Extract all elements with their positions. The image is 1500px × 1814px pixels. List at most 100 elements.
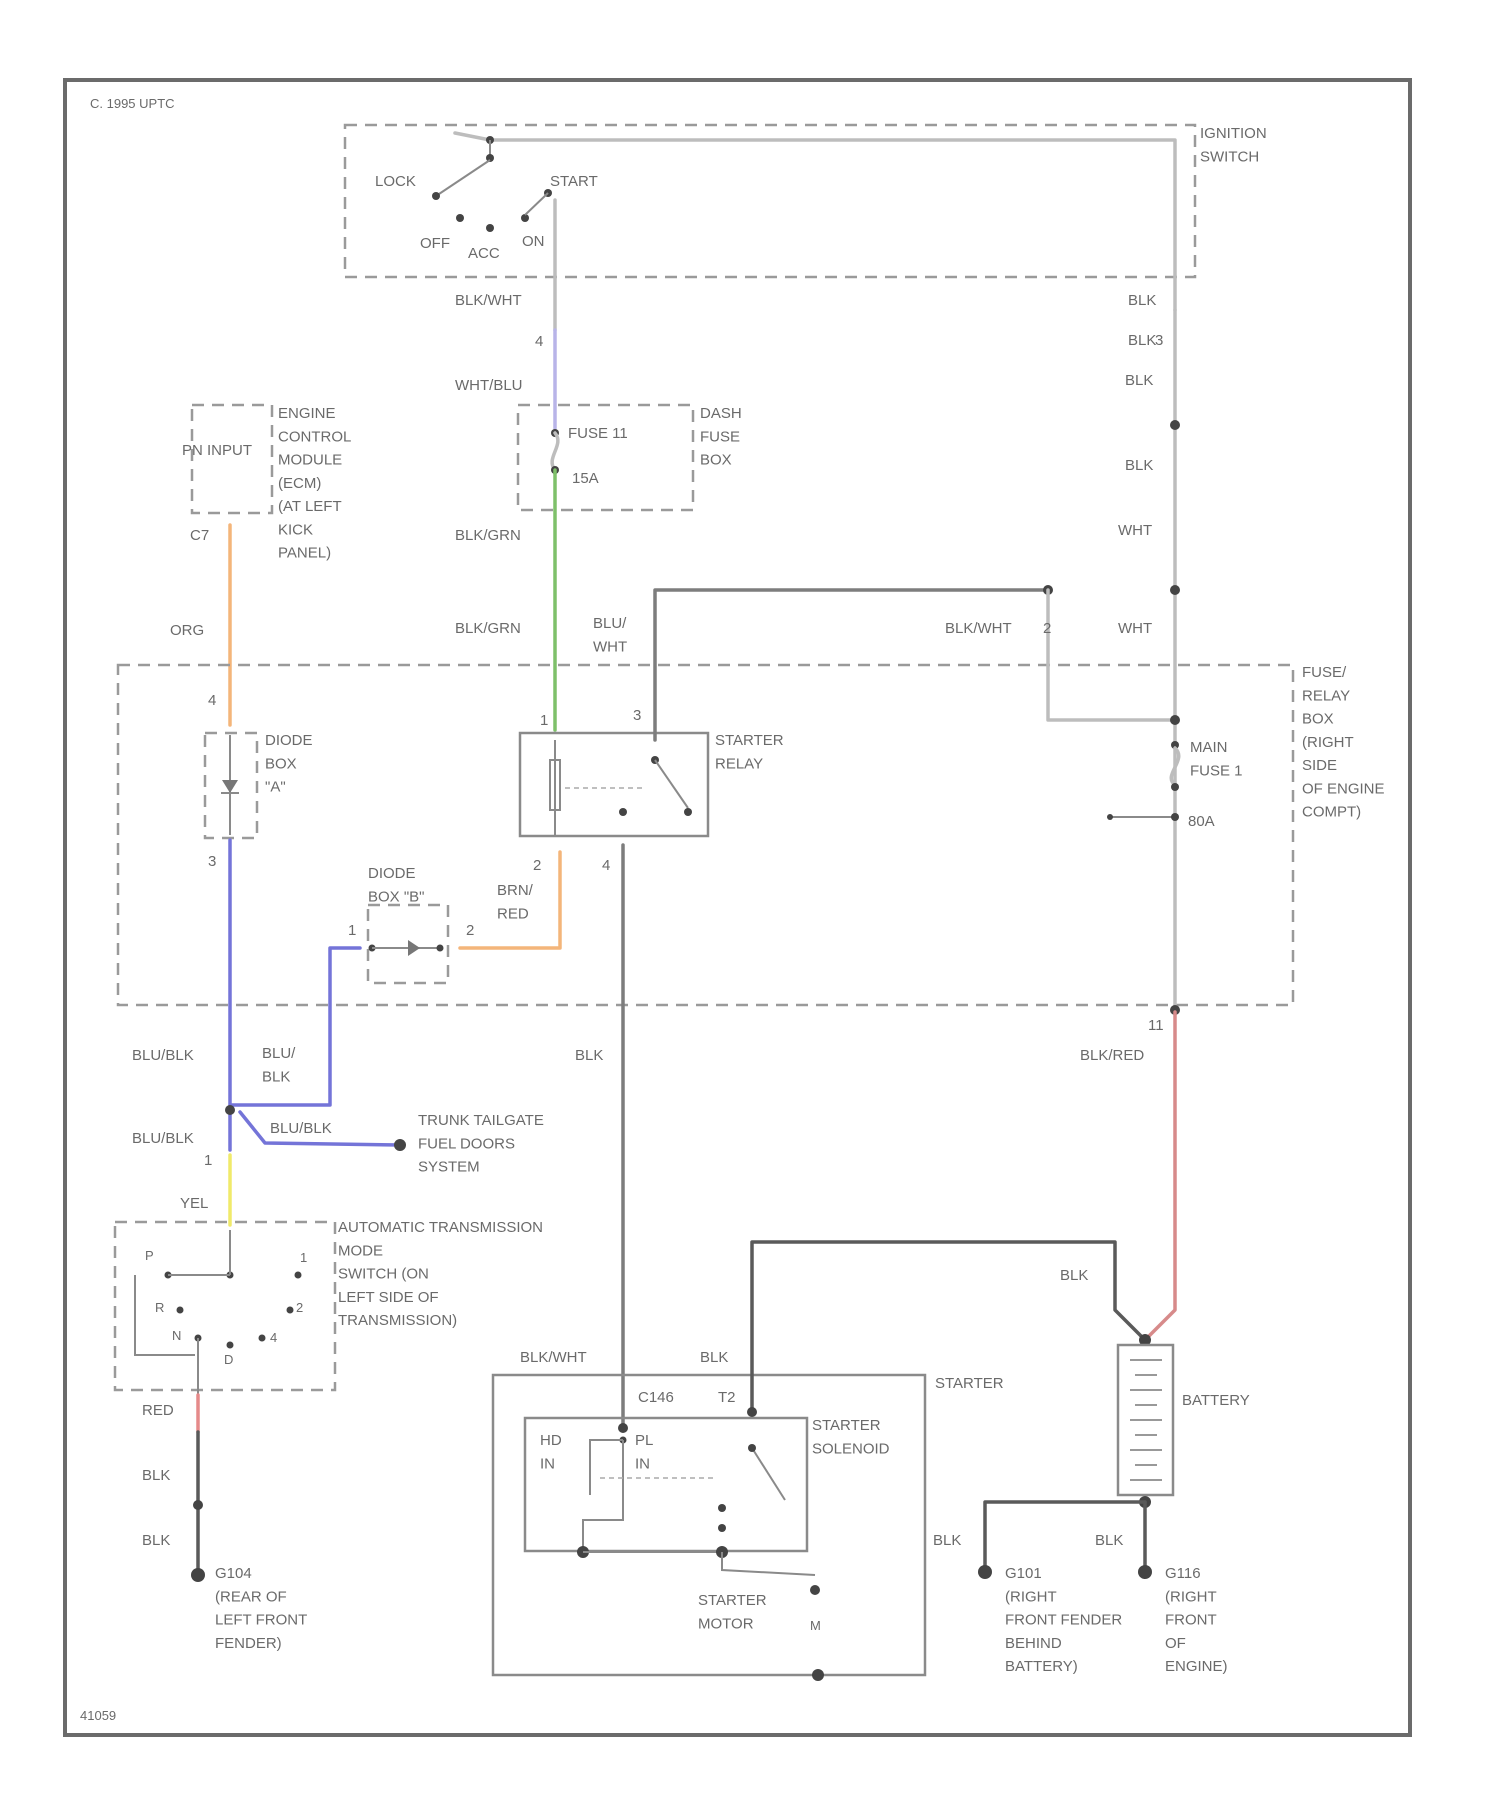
label-line: "A" <box>265 779 286 796</box>
right-wire-wht-2: WHT <box>1118 620 1152 637</box>
ign-out-wire: BLK/WHT <box>455 292 522 309</box>
right-wire-blk-1: BLK <box>1125 372 1153 389</box>
label-line: BRN/ <box>497 882 534 899</box>
label-line: STARTER <box>812 1417 881 1434</box>
starter-t2: T2 <box>718 1389 736 1406</box>
label-line: BOX <box>265 755 297 772</box>
ign-pos-lock: LOCK <box>375 173 416 190</box>
label-line: (RIGHT <box>1165 1588 1217 1605</box>
dash-fuse-in-wire: WHT/BLU <box>455 377 523 394</box>
label-line: KICK <box>278 521 313 538</box>
label-line: SOLENOID <box>812 1440 890 1457</box>
label-line: MODULE <box>278 452 342 469</box>
starter-relay: STARTER RELAY 1 3 2 4 <box>520 707 784 874</box>
label-line: COMPT) <box>1302 804 1361 821</box>
diode-a-label: DIODE BOX "A" <box>265 732 313 796</box>
label-line: IGNITION <box>1200 125 1267 142</box>
label-line: (ECM) <box>278 475 321 492</box>
label-line: FUEL DOORS <box>418 1135 515 1152</box>
label-line: DIODE <box>265 732 313 749</box>
label-line: AUTOMATIC TRANSMISSION <box>338 1219 543 1236</box>
atx-pos-2: 2 <box>296 1300 303 1315</box>
ign-in-wire: BLK <box>1128 292 1156 309</box>
label-line: FUSE/ <box>1302 664 1347 681</box>
label-line: (RIGHT <box>1302 734 1354 751</box>
relay-wire-3: BLU/WHT <box>593 615 627 655</box>
label-line: RELAY <box>1302 687 1350 704</box>
motor-symbol: M <box>810 1618 821 1633</box>
label-line: DASH <box>700 405 742 422</box>
lower-wire-yel: YEL <box>180 1195 208 1212</box>
label-line: LEFT FRONT <box>215 1612 307 1629</box>
atx-pos-r: R <box>155 1300 164 1315</box>
label-line: (RIGHT <box>1005 1588 1057 1605</box>
label-line: LEFT SIDE OF <box>338 1289 439 1306</box>
diode-a-pin-in: 4 <box>208 692 216 709</box>
right-wire-blk-2: BLK <box>1125 457 1153 474</box>
starter-solenoid-label: STARTER SOLENOID <box>812 1417 890 1457</box>
label-line: G101 <box>1005 1565 1042 1582</box>
relay-wire-1: BLK/GRN <box>455 620 521 637</box>
atx-pos-1: 1 <box>300 1250 307 1265</box>
starter-relay-label: STARTER RELAY <box>715 732 784 772</box>
label-line: BLK <box>262 1068 290 1085</box>
label-line: STARTER <box>698 1592 767 1609</box>
relay-wire-4: BLK <box>575 1047 603 1064</box>
label-line: OF ENGINE <box>1302 780 1385 797</box>
main-fuse-rating: 80A <box>1188 813 1215 830</box>
label-line: RED <box>497 905 529 922</box>
relay-pin-2: 2 <box>533 857 541 874</box>
atx-pos-p: P <box>145 1248 154 1263</box>
starter-motor-label: STARTER MOTOR <box>698 1592 767 1632</box>
label-line: MOTOR <box>698 1615 754 1632</box>
dash-fuse-in-pin: 4 <box>535 333 543 350</box>
label-line: FRONT <box>1165 1612 1217 1629</box>
right-wire-blkwht: BLK/WHT <box>945 620 1012 637</box>
battery-wire-g2: BLK <box>1095 1532 1123 1549</box>
label-line: PANEL) <box>278 545 331 562</box>
label-line: ENGINE <box>278 405 336 422</box>
dash-fuse-out-wire: BLK/GRN <box>455 527 521 544</box>
battery-label: BATTERY <box>1182 1392 1250 1409</box>
lower-wire-blkred: BLK/RED <box>1080 1047 1144 1064</box>
label-line: STARTER <box>715 732 784 749</box>
dash-fuse-number: FUSE 11 <box>568 425 628 442</box>
relay-pin-4: 4 <box>602 857 610 874</box>
label-line: (AT LEFT <box>278 498 342 515</box>
right-pin: 2 <box>1043 620 1051 637</box>
ecm-pin: C7 <box>190 527 209 544</box>
lower-wire-red: RED <box>142 1402 174 1419</box>
label-line: (REAR OF <box>215 1588 287 1605</box>
label-line: SYSTEM <box>418 1159 480 1176</box>
label-line: FRONT FENDER <box>1005 1612 1122 1629</box>
relay-pin-1: 1 <box>540 712 548 729</box>
diode-a-pin-out: 3 <box>208 853 216 870</box>
starter-hd-in: HDIN <box>540 1432 562 1472</box>
starter-label: STARTER <box>935 1375 1004 1392</box>
relay-wire-2: BRN/RED <box>497 882 534 922</box>
label-line: RELAY <box>715 755 763 772</box>
diode-box-a: DIODE BOX "A" 4 3 <box>205 692 313 870</box>
ground-left-wire-1: BLK <box>142 1467 170 1484</box>
label-line: BEHIND <box>1005 1635 1062 1652</box>
battery-wire-top: BLK <box>1060 1267 1088 1284</box>
label-line: ENGINE) <box>1165 1658 1228 1675</box>
label-line: IN <box>540 1455 555 1472</box>
diode-b-pin-1: 1 <box>348 922 356 939</box>
label-line: WHT <box>593 638 627 655</box>
underhood-out-pin: 11 <box>1148 1017 1164 1034</box>
right-wire-wht-1: WHT <box>1118 522 1152 539</box>
label-line: DIODE <box>368 865 416 882</box>
relay-pin-3: 3 <box>633 707 641 724</box>
ground-g104-label: G104(REAR OFLEFT FRONTFENDER) <box>215 1565 307 1652</box>
label-line: BLU/ <box>593 615 627 632</box>
atx-pos-d: D <box>224 1352 233 1367</box>
label-line: FUSE 1 <box>1190 762 1243 779</box>
label-line: PL <box>635 1432 653 1449</box>
